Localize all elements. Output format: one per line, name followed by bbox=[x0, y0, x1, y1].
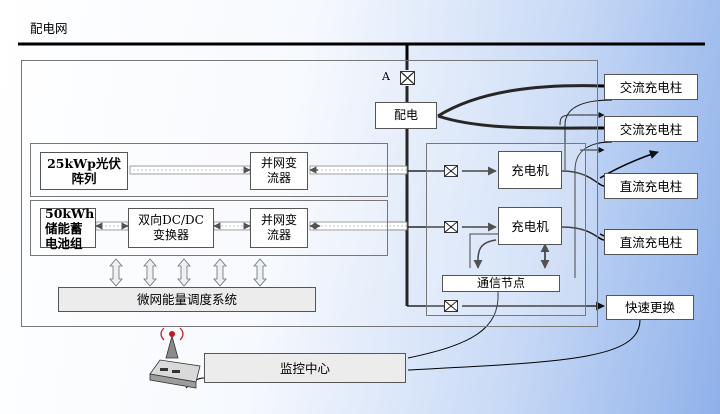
pv-array-box: 25kWp光伏阵列 bbox=[40, 152, 128, 190]
charger-2-switch[interactable] bbox=[444, 221, 458, 233]
monitor-center-box: 监控中心 bbox=[204, 353, 406, 383]
ac-pile-2: 交流充电柱 bbox=[604, 116, 698, 142]
charger-2-box: 充电机 bbox=[498, 207, 562, 245]
battery-box: 50kWh储能蓄电池组 bbox=[40, 206, 96, 251]
ems-box: 微网能量调度系统 bbox=[58, 287, 316, 312]
fast-swap-box: 快速更换 bbox=[606, 295, 694, 320]
dc-pile-2: 直流充电柱 bbox=[604, 229, 698, 255]
distribution-box: 配电 bbox=[375, 102, 437, 129]
grid-label: 配电网 bbox=[30, 21, 68, 36]
ac-feed-1 bbox=[437, 84, 605, 118]
charger-1-switch[interactable] bbox=[444, 165, 458, 177]
dcdc-converter-box: 双向DC/DC变换器 bbox=[128, 208, 214, 248]
charger-1-box: 充电机 bbox=[498, 151, 562, 189]
breaker-a-switch[interactable] bbox=[400, 71, 415, 85]
antenna-icon bbox=[149, 327, 201, 389]
node-a-label: A bbox=[382, 70, 390, 83]
comm-node-box: 通信节点 bbox=[442, 275, 560, 292]
dc-pile-1: 直流充电柱 bbox=[604, 173, 698, 199]
ac-pile-1: 交流充电柱 bbox=[604, 74, 698, 100]
inverter-2-box: 并网变流器 bbox=[250, 208, 308, 248]
fast-swap-switch[interactable] bbox=[444, 300, 458, 312]
inverter-1-box: 并网变流器 bbox=[250, 152, 308, 190]
ac-feed-2 bbox=[437, 114, 605, 130]
